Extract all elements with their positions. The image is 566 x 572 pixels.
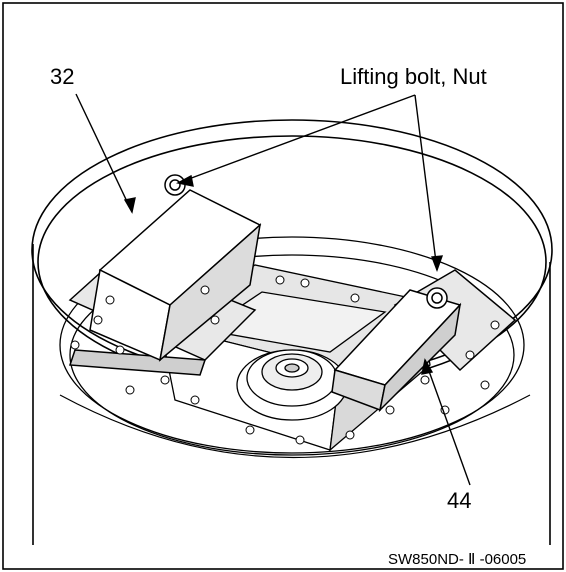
- bolt-heads: [70, 275, 500, 445]
- figure-code: SW850ND- Ⅱ -06005: [388, 551, 527, 568]
- inner-ring: [59, 236, 525, 456]
- center-hub: [236, 349, 348, 421]
- callout-lifting-bolt-nut: Lifting bolt, Nut: [340, 64, 487, 89]
- callout-32: 32: [50, 64, 75, 89]
- right-bracket-44: [331, 269, 517, 413]
- callout-44: 44: [447, 488, 472, 513]
- left-bracket-32: [68, 174, 262, 376]
- leader-lines: [75, 93, 471, 486]
